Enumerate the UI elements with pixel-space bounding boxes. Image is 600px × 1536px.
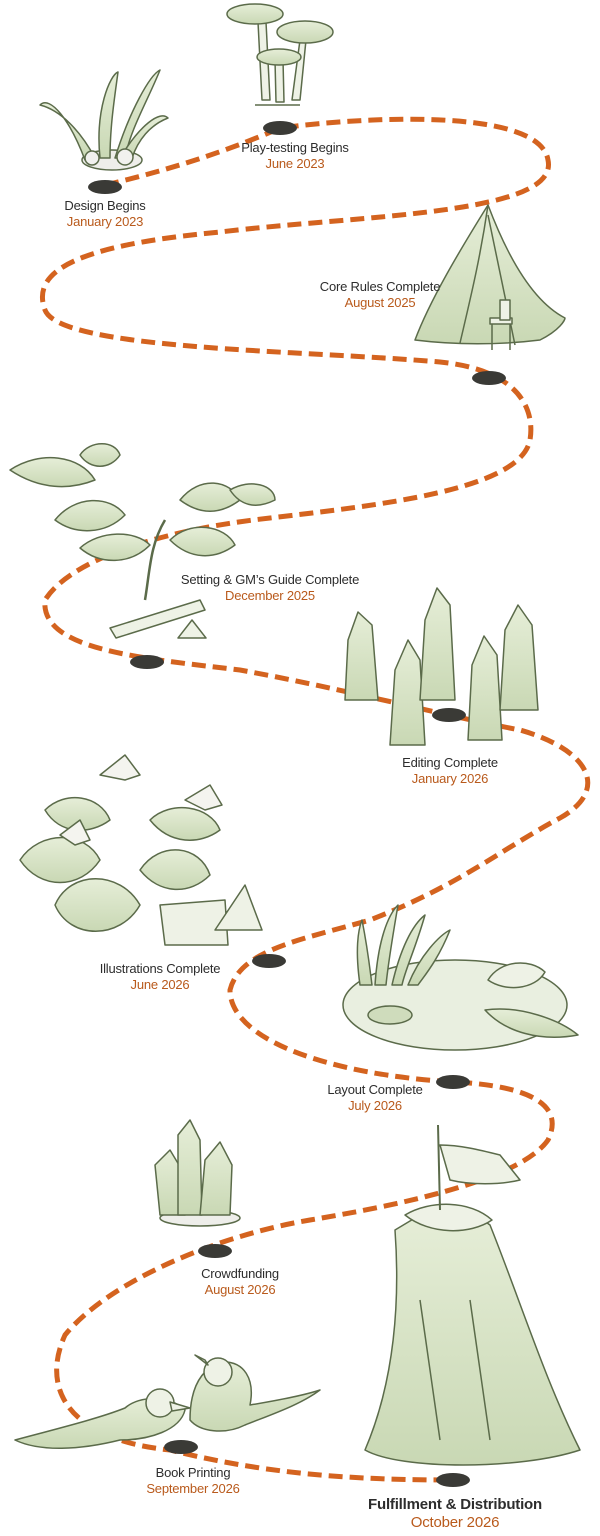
milestone-date: January 2026 xyxy=(411,770,489,786)
marker-crowdfunding xyxy=(198,1244,232,1258)
crystal-cluster-icon xyxy=(154,1119,241,1227)
milestone-title: Play-testing Begins xyxy=(241,140,349,155)
songbirds-icon xyxy=(14,1354,321,1449)
milestone-date: August 2026 xyxy=(204,1281,276,1297)
marker-illustrations xyxy=(252,954,286,968)
sapling-icon xyxy=(9,443,276,639)
milestone-date: August 2025 xyxy=(344,294,416,310)
marker-playtest xyxy=(263,121,297,135)
milestone-markers xyxy=(88,121,506,1487)
milestone-printing: Book Printing September 2026 xyxy=(118,1466,268,1495)
milestone-core-rules: Core Rules Complete August 2025 xyxy=(300,280,460,309)
milestone-date: October 2026 xyxy=(410,1513,500,1531)
milestone-date: December 2025 xyxy=(225,587,315,603)
marker-editing xyxy=(432,708,466,722)
milestone-date: September 2026 xyxy=(146,1480,240,1496)
milestone-fulfillment: Fulfillment & Distribution October 2026 xyxy=(345,1497,565,1531)
milestone-date: July 2026 xyxy=(348,1097,402,1113)
milestone-layout: Layout Complete July 2026 xyxy=(300,1083,450,1112)
milestone-design: Design Begins January 2023 xyxy=(40,199,170,228)
milestone-setting: Setting & GM’s Guide Complete December 2… xyxy=(170,573,370,602)
milestone-title: Layout Complete xyxy=(327,1082,423,1097)
trillium-flowers-icon xyxy=(19,754,263,946)
marker-layout xyxy=(436,1075,470,1089)
milestone-title: Setting & GM’s Guide Complete xyxy=(180,572,360,587)
milestone-title: Design Begins xyxy=(64,198,146,213)
milestone-title: Book Printing xyxy=(155,1465,231,1480)
mushroom-icon xyxy=(226,3,334,106)
milestone-date: June 2023 xyxy=(265,155,325,171)
marker-setting xyxy=(130,655,164,669)
leaf-tent-icon xyxy=(414,204,566,350)
milestone-illustrations: Illustrations Complete June 2026 xyxy=(75,962,245,991)
milestone-title: Crowdfunding xyxy=(201,1266,279,1281)
marker-design xyxy=(88,180,122,194)
milestone-playtest: Play-testing Begins June 2023 xyxy=(230,141,360,170)
pond-icon xyxy=(342,904,579,1051)
marker-fulfillment xyxy=(436,1473,470,1487)
milestone-editing: Editing Complete January 2026 xyxy=(380,756,520,785)
milestone-date: June 2026 xyxy=(130,976,190,992)
milestone-title: Editing Complete xyxy=(402,755,498,770)
milestone-title: Core Rules Complete xyxy=(319,279,441,294)
milestone-title: Illustrations Complete xyxy=(99,961,221,976)
marker-core-rules xyxy=(472,371,506,385)
crystal-stones-icon xyxy=(344,587,539,746)
roadmap-path xyxy=(39,116,591,1483)
marker-printing xyxy=(164,1440,198,1454)
tree-stump-icon xyxy=(364,1124,581,1466)
grass-tuft-icon xyxy=(39,69,169,171)
milestone-title: Fulfillment & Distribution xyxy=(368,1496,542,1513)
milestone-date: January 2023 xyxy=(66,213,144,229)
milestone-crowdfunding: Crowdfunding August 2026 xyxy=(170,1267,310,1296)
